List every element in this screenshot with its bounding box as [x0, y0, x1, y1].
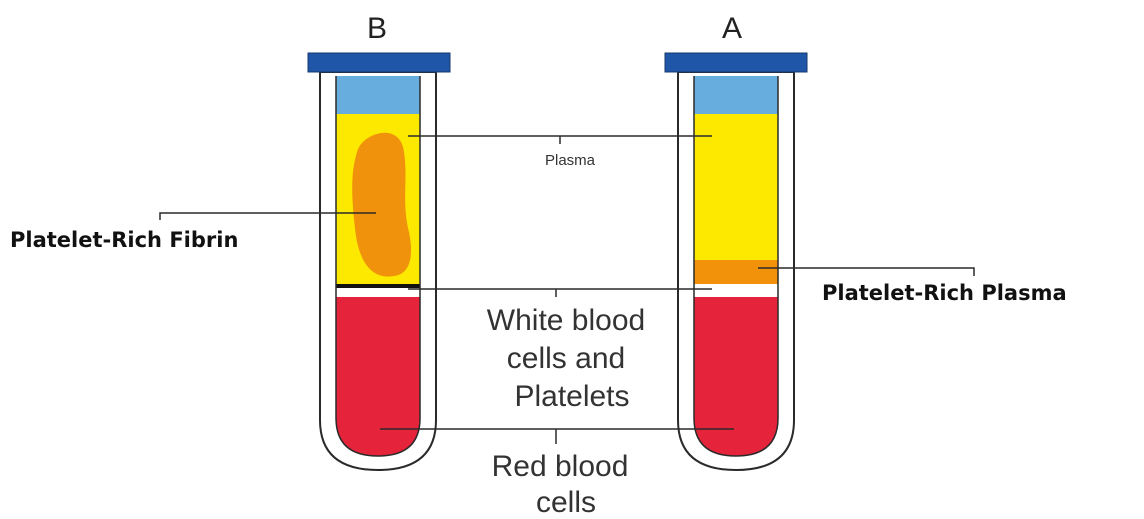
wbc-label-line-1: White blood: [487, 304, 645, 337]
wbc-label-line-3: Platelets: [514, 380, 629, 413]
tube-a-air-layer: [694, 76, 778, 114]
tube-a-rbc-layer: [694, 297, 778, 456]
tube-b-rbc-layer: [336, 297, 420, 456]
tube-a-prp-layer: [694, 260, 778, 284]
tube-b: B: [308, 12, 450, 470]
tube-b-cap: [308, 53, 450, 72]
tube-a: A: [665, 12, 807, 470]
tube-b-air-layer: [336, 76, 420, 114]
wbc-label-line-2: cells and: [507, 342, 625, 375]
tube-a-letter: A: [722, 12, 742, 45]
tube-a-buffy-coat: [694, 284, 778, 297]
tube-b-letter: B: [367, 12, 387, 45]
tube-b-white-band: [336, 288, 420, 297]
platelet-rich-plasma-label: Platelet-Rich Plasma: [822, 281, 1067, 305]
rbc-label-line-2: cells: [536, 486, 596, 519]
rbc-label-line-1: Red blood: [492, 450, 629, 483]
tube-b-fibrin-clot: [352, 133, 411, 277]
tube-b-buffy-coat: [336, 284, 420, 288]
plasma-label: Plasma: [545, 152, 596, 169]
tube-a-cap: [665, 53, 807, 72]
platelet-rich-fibrin-label: Platelet-Rich Fibrin: [10, 228, 238, 252]
